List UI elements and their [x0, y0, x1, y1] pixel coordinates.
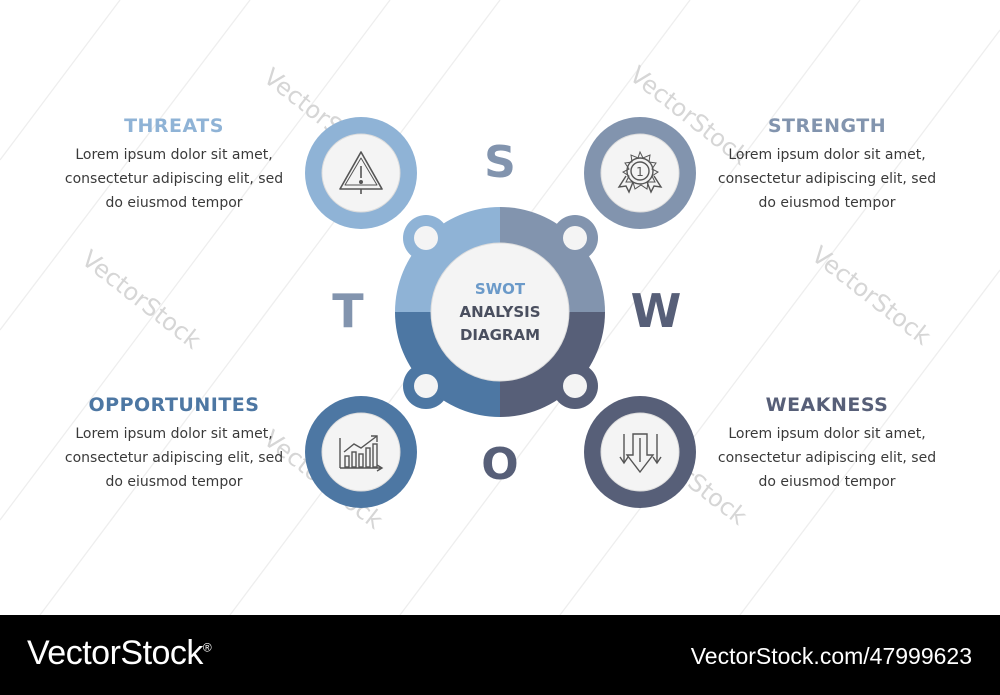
strength-circle: [584, 117, 696, 229]
footer-bar: VectorStock® VectorStock.com/47999623: [0, 615, 1000, 695]
weakness-description: Lorem ipsum dolor sit amet, consectetur …: [697, 422, 957, 494]
description-line: consectetur adipiscing elit, sed: [64, 450, 284, 466]
center-ring: [395, 207, 605, 417]
watermark-text: VectorStock: [806, 241, 936, 351]
down-arrows-icon: [619, 433, 662, 474]
letter-w: W: [631, 284, 682, 338]
center-diagram-label: DIAGRAM: [460, 326, 540, 344]
weakness-title: WEAKNESS: [765, 394, 889, 416]
opportunities-title: OPPORTUNITES: [88, 394, 260, 416]
footer-brand-text: VectorStock: [27, 634, 203, 672]
description-line: consectetur adipiscing elit, sed: [717, 450, 937, 466]
svg-text:1: 1: [636, 165, 644, 179]
threats-block: THREATS Lorem ipsum dolor sit amet, cons…: [44, 115, 304, 215]
description-line: Lorem ipsum dolor sit amet,: [728, 426, 926, 442]
description-line: Lorem ipsum dolor sit amet,: [75, 147, 273, 163]
description-line: Lorem ipsum dolor sit amet,: [728, 147, 926, 163]
footer-brand: VectorStock®: [27, 634, 212, 673]
description-line: do eiusmod tempor: [105, 474, 243, 490]
description-line: Lorem ipsum dolor sit amet,: [75, 426, 273, 442]
strength-block: STRENGTH Lorem ipsum dolor sit amet, con…: [697, 115, 957, 215]
center-analysis-label: ANALYSIS: [459, 303, 540, 321]
diagram-canvas: VectorStock VectorStock VectorStock Vect…: [0, 0, 1000, 615]
letter-o: O: [481, 439, 518, 490]
warning-triangle-icon: [339, 151, 383, 194]
threats-title: THREATS: [124, 115, 224, 137]
center-swot-label: SWOT: [475, 280, 526, 298]
description-line: consectetur adipiscing elit, sed: [717, 171, 937, 187]
watermark-text: VectorStock: [76, 245, 206, 355]
swot-diagram: VectorStock VectorStock VectorStock Vect…: [0, 0, 1000, 615]
letter-s: S: [484, 137, 516, 188]
strength-title: STRENGTH: [767, 115, 887, 137]
letter-t: T: [332, 284, 364, 338]
weakness-block: WEAKNESS Lorem ipsum dolor sit amet, con…: [697, 394, 957, 494]
footer-url: VectorStock.com/47999623: [690, 643, 972, 669]
registered-mark: ®: [202, 640, 212, 655]
description-line: consectetur adipiscing elit, sed: [64, 171, 284, 187]
opportunities-circle: [305, 396, 417, 508]
opportunities-description: Lorem ipsum dolor sit amet, consectetur …: [44, 422, 304, 494]
description-line: do eiusmod tempor: [758, 474, 896, 490]
description-line: do eiusmod tempor: [758, 195, 896, 211]
description-line: do eiusmod tempor: [105, 195, 243, 211]
opportunities-block: OPPORTUNITES Lorem ipsum dolor sit amet,…: [44, 394, 304, 494]
strength-description: Lorem ipsum dolor sit amet, consectetur …: [697, 143, 957, 215]
growth-chart-icon: [339, 435, 384, 472]
medal-icon: 1: [617, 150, 663, 194]
threats-description: Lorem ipsum dolor sit amet, consectetur …: [44, 143, 304, 215]
